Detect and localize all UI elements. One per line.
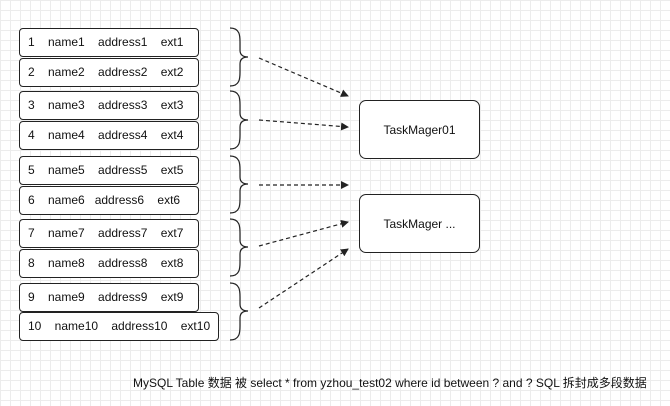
task-label: TaskMager01	[383, 122, 456, 137]
task-manager-01: TaskMager01	[359, 100, 480, 159]
table-row-2: 2 name2 address2 ext2	[19, 58, 199, 87]
arrow-group-5	[258, 248, 349, 309]
brace-group-5	[229, 282, 249, 341]
table-row-10: 10 name10 address10 ext10	[19, 312, 219, 341]
table-row-1: 1 name1 address1 ext1	[19, 28, 199, 57]
row-text: 5 name5 address5 ext5	[28, 163, 184, 177]
task-label: TaskMager ...	[383, 216, 456, 231]
diagram-caption: MySQL Table 数据 被 select * from yzhou_tes…	[133, 376, 647, 390]
row-text: 7 name7 address7 ext7	[28, 226, 184, 240]
brace-group-3	[229, 155, 249, 214]
table-row-4: 4 name4 address4 ext4	[19, 121, 199, 150]
brace-group-4	[229, 218, 249, 277]
row-text: 4 name4 address4 ext4	[28, 128, 184, 142]
row-text: 6 name6 address6 ext6	[28, 193, 181, 207]
task-manager-more: TaskMager ...	[359, 194, 480, 253]
row-text: 10 name10 address10 ext10	[28, 319, 211, 333]
brace-group-1	[229, 27, 249, 87]
table-row-3: 3 name3 address3 ext3	[19, 91, 199, 120]
table-row-5: 5 name5 address5 ext5	[19, 156, 199, 185]
row-text: 8 name8 address8 ext8	[28, 256, 184, 270]
row-text: 9 name9 address9 ext9	[28, 290, 184, 304]
row-text: 3 name3 address3 ext3	[28, 98, 184, 112]
arrow-group-2	[258, 119, 349, 131]
table-row-8: 8 name8 address8 ext8	[19, 249, 199, 278]
brace-group-2	[229, 90, 249, 150]
arrow-group-1	[258, 57, 349, 97]
table-row-7: 7 name7 address7 ext7	[19, 219, 199, 248]
table-row-6: 6 name6 address6 ext6	[19, 186, 199, 215]
table-row-9: 9 name9 address9 ext9	[19, 283, 199, 312]
row-text: 2 name2 address2 ext2	[28, 65, 184, 79]
row-text: 1 name1 address1 ext1	[28, 35, 184, 49]
arrow-group-4	[258, 219, 349, 247]
